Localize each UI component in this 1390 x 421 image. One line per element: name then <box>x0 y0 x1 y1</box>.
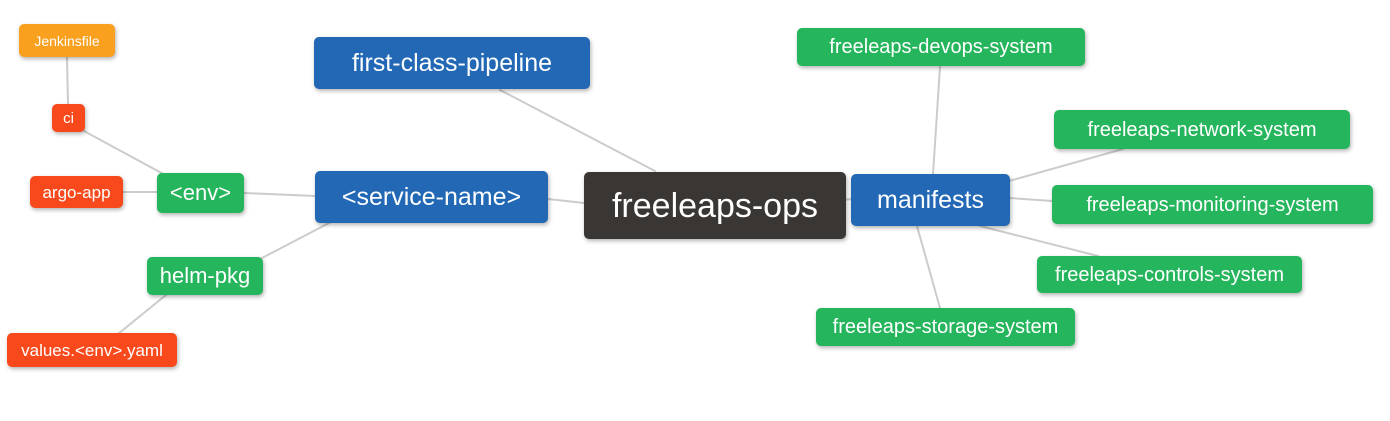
edge-ci-jenkinsfile <box>66 56 69 105</box>
node-devops-system[interactable]: freeleaps-devops-system <box>797 28 1085 66</box>
node-freeleaps-ops[interactable]: freeleaps-ops <box>584 172 846 239</box>
node-helm-pkg[interactable]: helm-pkg <box>147 257 263 295</box>
edge-manifests-devops <box>932 66 941 175</box>
node-controls-system[interactable]: freeleaps-controls-system <box>1037 256 1302 293</box>
edge-ops-first-class-pipeline <box>499 89 656 172</box>
node-manifests[interactable]: manifests <box>851 174 1010 226</box>
edge-manifests-controls <box>979 225 1099 257</box>
node-first-class-pipeline[interactable]: first-class-pipeline <box>314 37 590 89</box>
edge-manifests-monitoring <box>1008 197 1053 202</box>
node-storage-system[interactable]: freeleaps-storage-system <box>816 308 1075 346</box>
node-env[interactable]: <env> <box>157 173 244 213</box>
edge-helm-pkg-values <box>117 294 167 335</box>
edge-manifests-storage <box>916 225 941 309</box>
edge-env-ci <box>83 130 168 177</box>
edge-service-name-env <box>243 192 316 197</box>
node-values-env-yaml[interactable]: values.<env>.yaml <box>7 333 177 367</box>
edge-service-name-helm-pkg <box>261 221 332 259</box>
node-service-name[interactable]: <service-name> <box>315 171 548 223</box>
edge-manifests-network <box>1008 148 1124 182</box>
node-monitoring-system[interactable]: freeleaps-monitoring-system <box>1052 185 1373 224</box>
node-jenkinsfile[interactable]: Jenkinsfile <box>19 24 115 57</box>
node-network-system[interactable]: freeleaps-network-system <box>1054 110 1350 149</box>
edge-ops-service-name <box>547 198 585 204</box>
node-argo-app[interactable]: argo-app <box>30 176 123 208</box>
node-ci[interactable]: ci <box>52 104 85 132</box>
